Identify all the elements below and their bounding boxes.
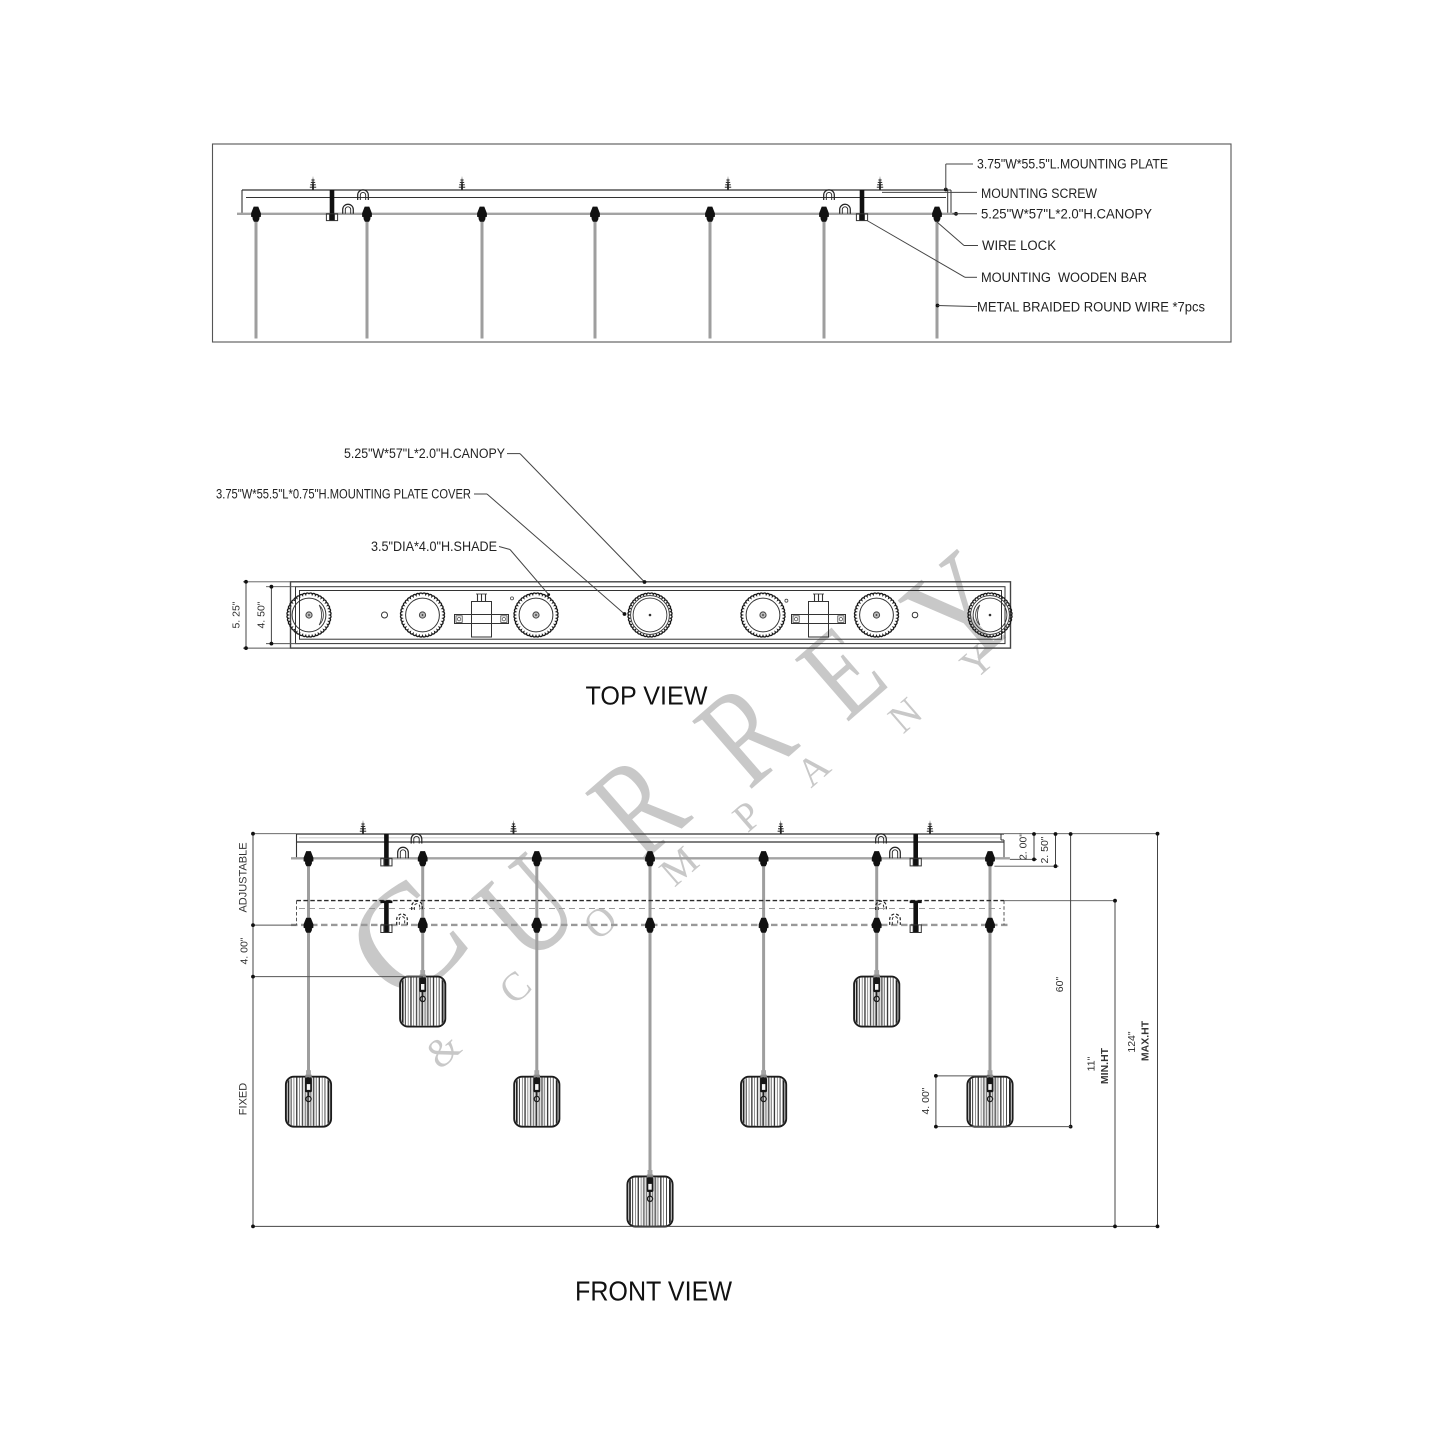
svg-text:5.25"W*57"L*2.0"H.CANOPY: 5.25"W*57"L*2.0"H.CANOPY — [344, 446, 505, 461]
svg-text:MIN.HT: MIN.HT — [1099, 1047, 1111, 1084]
svg-text:124": 124" — [1126, 1031, 1138, 1053]
svg-text:3.75"W*55.5"L*0.75"H.MOUNTING: 3.75"W*55.5"L*0.75"H.MOUNTING PLATE COVE… — [216, 487, 471, 502]
svg-text:FRONT VIEW: FRONT VIEW — [575, 1276, 732, 1307]
svg-text:ADJUSTABLE: ADJUSTABLE — [238, 842, 250, 912]
svg-text:MOUNTING WOODEN BAR: MOUNTING WOODEN BAR — [981, 270, 1147, 285]
svg-text:MOUNTING SCREW: MOUNTING SCREW — [981, 186, 1097, 201]
svg-text:4. 00": 4. 00" — [239, 937, 251, 964]
svg-text:METAL BRAIDED ROUND WIRE *7pcs: METAL BRAIDED ROUND WIRE *7pcs — [977, 300, 1205, 315]
svg-text:11": 11" — [1086, 1056, 1098, 1071]
svg-text:WIRE LOCK: WIRE LOCK — [982, 238, 1056, 253]
svg-text:FIXED: FIXED — [238, 1083, 250, 1115]
svg-text:3.5"DIA*4.0"H.SHADE: 3.5"DIA*4.0"H.SHADE — [371, 539, 497, 554]
svg-text:2. 00": 2. 00" — [1018, 833, 1030, 860]
svg-text:4. 00": 4. 00" — [920, 1087, 932, 1114]
svg-text:2. 50": 2. 50" — [1039, 836, 1051, 863]
svg-text:4. 50": 4. 50" — [256, 601, 268, 628]
svg-text:5.25"W*57"L*2.0"H.CANOPY: 5.25"W*57"L*2.0"H.CANOPY — [981, 206, 1152, 221]
svg-text:TOP VIEW: TOP VIEW — [586, 681, 708, 711]
svg-text:5. 25": 5. 25" — [231, 601, 243, 628]
svg-text:60": 60" — [1054, 977, 1066, 993]
svg-text:3.75"W*55.5"L.MOUNTING PLATE: 3.75"W*55.5"L.MOUNTING PLATE — [977, 157, 1168, 172]
svg-text:MAX.HT: MAX.HT — [1140, 1020, 1152, 1061]
